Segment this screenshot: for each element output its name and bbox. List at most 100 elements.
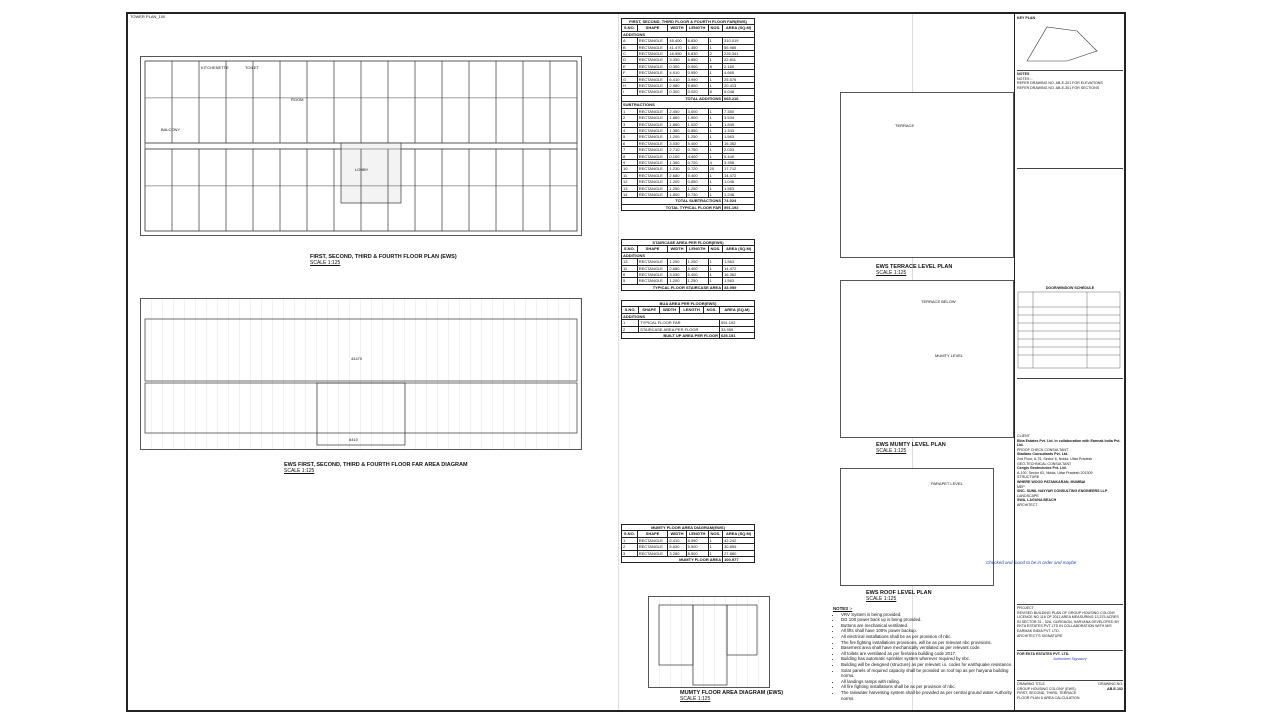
table-cell: 1 [707,536,724,545]
notes-block: NOTES NOTES :- REFER DRAWING NO. AB-E-20… [1017,72,1123,169]
balcony-label: BALCONY [161,127,181,132]
drawing-info-values: GROUP HOUSING COLONY (EWS) FIRST, SECOND… [1017,687,1123,701]
table-title-row: BUA AREA PER FLOOR(EWS) [621,299,755,308]
caption-scale: SCALE 1:125 [866,596,897,602]
note-item: DG 100 power back up is being provided. [841,617,1013,623]
drawing-no-label: DRAWING NO. [1098,682,1123,686]
floor-plan-drawing: ROOM KITCHENETTE TOILET BALCONY LOBBY [140,56,582,236]
table-cell: AREA (SQ.M) [722,530,755,538]
landscape-label: LANDSCAPE [1017,493,1039,498]
roof-plan-caption: EWS ROOF LEVEL PLAN SCALE 1:125 [866,590,932,602]
table-cell: MUMTY FLOOR AREA DIAGRAM(EWS) [621,523,755,532]
note-item: All landings ramps with railing. [841,679,1013,685]
signatory: Authorized Signatory [1053,656,1087,661]
table-cell: 1.360 [667,158,687,167]
table-cell: 1 [707,184,724,193]
tb-note-1: REFER DRAWING NO. AB-E-201 FOR ELEVATION… [1017,81,1103,86]
mumty-plan-drawing: TERRACE BELOW MUMTY LEVEL [840,280,1014,438]
table-cell: 20 [707,165,724,173]
table-cell: WIDTH [667,245,687,253]
landscape-name: SWA, LAGUNA BEACH [1017,498,1057,503]
key-plan-sketch [1026,26,1098,61]
table-cell: 625.151 [718,331,756,340]
table-cell: TYPICAL FLOOR STAIRCASE AREA [620,283,724,292]
table-cell: 1.860 [667,114,687,122]
table-cell: 1.200 [667,133,687,141]
table-cell: 33.959 [722,283,755,292]
table-cell: 0.440 [722,152,755,160]
table-cell: AREA (SQ.M) [722,24,755,32]
caption-title: EWS FIRST, SECOND, THIRD & FOURTH FLOOR … [284,462,468,468]
table-cell: TOTAL SUBTRACTIONS [620,197,724,205]
table-cell: ADDITIONS [621,30,755,39]
table-cell: NOS. [707,24,724,32]
note-item: All lifts shall have 100% power backup. [841,628,1013,634]
caption-scale: SCALE 1:125 [876,270,907,276]
note-item: Basement area shall have mechanically ve… [841,645,1013,651]
geo-name: Cengis Geotechnics Pvt. Ltd. [1017,466,1067,471]
table-title-row: FIRST, SECOND, THIRD FLOOR & FOURTH FLOO… [621,17,755,26]
table-cell: 0.300 [667,88,687,96]
table-cell: 2.033 [722,146,755,154]
table-cell: 2.450 [667,107,687,116]
mumty-diagram-lines [658,604,758,686]
table-cell: 41.470 [667,43,687,52]
table-cell: 6.410 [667,75,687,84]
table-cell: 1 [707,146,724,154]
table-cell: 1.380 [667,126,687,135]
drawing-info-block: DRAWING TITLE DRAWING NO. GROUP HOUSING … [1017,682,1123,708]
note-item: Solar panels of required capacity shall … [841,668,1013,679]
proof-name: Stadiaro Consultants Pvt. Ltd. [1017,452,1069,457]
table-cell: AREA (SQ.M) [722,245,755,253]
table-cell: 1 [707,549,724,558]
tb-notes-title: NOTES [1017,72,1030,76]
table-cell: NOS. [707,530,724,538]
table-cell: 1 [707,190,724,199]
caption-title: EWS MUMTY LEVEL PLAN [876,442,946,448]
note-item: All electrical installations shall be as… [841,634,1013,640]
drawing-title-label: DRAWING TITLE [1017,682,1045,686]
mep-label: MEP [1017,484,1025,489]
table-cell: 1.343 [722,126,755,135]
table-cell: 45.400 [667,37,687,45]
owner-name: FOR EKTA ESTATES PVT. LTD. [1017,652,1070,656]
table-cell: 74.024 [722,197,755,205]
table-cell: 3.398 [722,158,755,167]
table-cell: 1 [707,37,724,45]
table-cell: 1.800 [667,190,687,199]
owner-block: FOR EKTA ESTATES PVT. LTD. Authorized Si… [1017,652,1123,681]
table-cell: 1.563 [722,184,755,193]
table-cell: 4 [707,158,724,167]
architect-label: ARCHITECT [1017,502,1038,507]
table-cell: 1.250 [667,258,687,266]
client-name: Ekta Estates Pvt. Ltd. in collaboration … [1017,438,1121,448]
far-table: FIRST, SECOND, THIRD FLOOR & FOURTH FLOO… [620,17,755,212]
table-cell: 27.880 [722,549,755,558]
table-cell: 1 [707,139,724,148]
table-cell: 3.330 [667,56,687,64]
table-cell: 1 [707,152,724,160]
struct-label: STRUCTURE [1017,475,1040,480]
key-plan: KEY PLAN [1017,16,1123,71]
tb-notes-label: NOTES :- [1017,76,1033,81]
far-diagram-lines [144,318,578,446]
caption-scale: SCALE 1:125 [310,260,341,266]
door-schedule: DOOR/WINDOW SCHEDULE [1017,286,1123,379]
table-cell: 591.192 [722,203,755,212]
project-text: REVISED BUILDING PLAN OF GROUP HOUSING C… [1017,610,1120,633]
caption-title: EWS ROOF LEVEL PLAN [866,590,932,596]
